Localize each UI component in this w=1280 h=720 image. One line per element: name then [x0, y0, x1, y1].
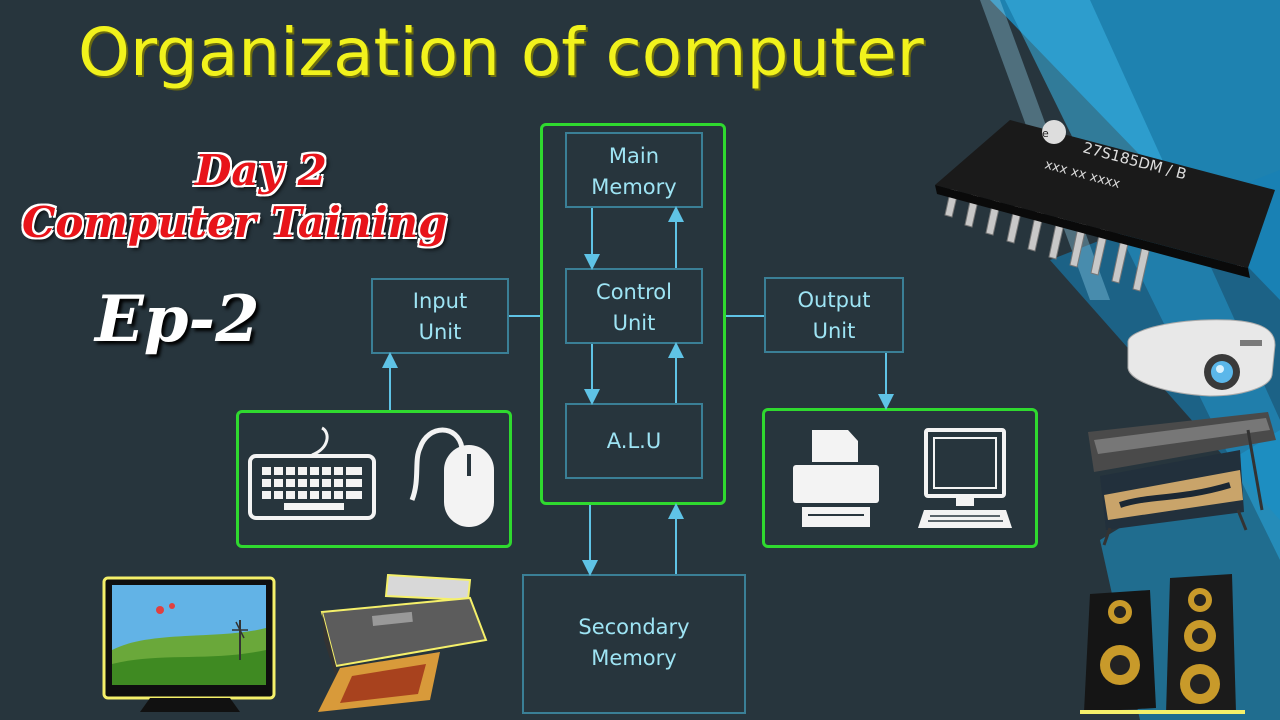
input-unit-label: Input Unit	[412, 289, 468, 344]
input-unit-box: Input Unit	[371, 278, 509, 354]
output-unit-box: Output Unit	[764, 277, 904, 353]
svg-text:e: e	[1042, 127, 1049, 140]
main-memory-box: Main Memory	[565, 132, 703, 208]
main-memory-label: Main Memory	[591, 144, 677, 199]
alu-box: A.L.U	[565, 403, 703, 479]
output-unit-label: Output Unit	[797, 288, 871, 343]
cpu-group-box	[540, 123, 726, 505]
day-label: Day 2	[195, 146, 327, 195]
secondary-memory-label: Secondary Memory	[578, 615, 690, 670]
episode-label: Ep-2	[95, 282, 260, 357]
output-devices-box	[762, 408, 1038, 548]
control-unit-label: Control Unit	[596, 280, 672, 335]
input-devices-box	[236, 410, 512, 548]
alu-label: A.L.U	[606, 429, 662, 453]
secondary-memory-box: Secondary Memory	[522, 574, 746, 714]
control-unit-box: Control Unit	[565, 268, 703, 344]
page-title: Organization of computer	[78, 14, 924, 91]
course-label: Computer Taining	[22, 198, 448, 247]
